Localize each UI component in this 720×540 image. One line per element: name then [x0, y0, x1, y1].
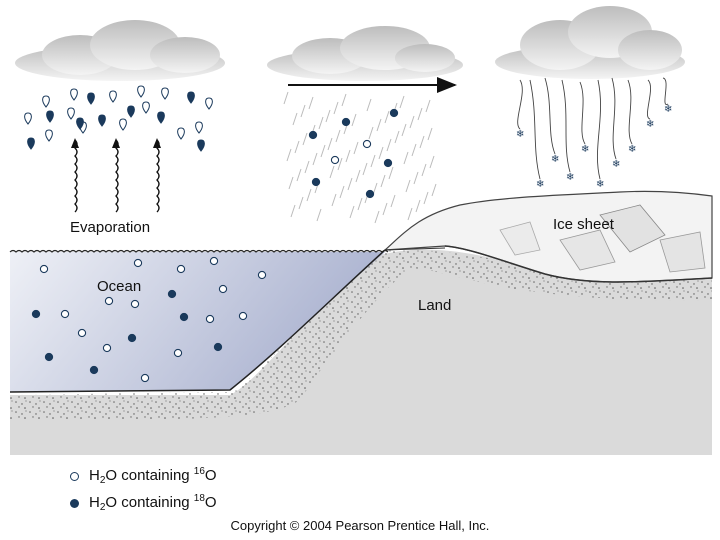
snowflake-icon: ❄	[536, 179, 544, 190]
land-label: Land	[418, 297, 452, 314]
arrowhead-icon	[153, 138, 161, 148]
snowfall: ❄ ❄ ❄ ❄ ❄ ❄ ❄ ❄ ❄ ❄	[516, 77, 672, 190]
legend-label: H2O containing 16O	[89, 466, 217, 486]
ocean-surface	[9, 249, 389, 253]
light-molecule	[140, 373, 150, 383]
cloud-left	[15, 20, 225, 81]
legend-label: H2O containing 18O	[89, 493, 217, 513]
dark-molecule	[383, 158, 393, 168]
evaporation-squiggle	[74, 139, 78, 213]
evaporation-label: Evaporation	[70, 219, 151, 236]
dark-droplet	[98, 114, 106, 127]
evaporation-squiggle	[115, 139, 119, 213]
dark-droplet	[187, 91, 195, 104]
light-droplet	[205, 97, 213, 110]
light-droplet	[161, 87, 169, 100]
snowflake-icon: ❄	[551, 154, 559, 165]
sediment-layer	[10, 249, 712, 420]
cloud-right	[495, 6, 685, 79]
dark-molecule	[389, 108, 399, 118]
dark-molecule	[341, 117, 351, 127]
dark-molecule	[44, 352, 54, 362]
snowflake-icon: ❄	[581, 144, 589, 155]
dark-molecule	[179, 312, 189, 322]
light-molecule	[257, 270, 267, 280]
evaporation-squiggle	[156, 139, 160, 213]
light-molecule-icon	[70, 471, 79, 481]
light-molecule	[133, 258, 143, 268]
seafloor-line	[9, 249, 386, 393]
dark-droplet	[87, 92, 95, 105]
dark-molecule-icon	[70, 498, 79, 508]
snowflake-icon: ❄	[516, 129, 524, 140]
dark-droplet	[46, 110, 54, 123]
rain-streaks	[283, 91, 437, 224]
light-droplet	[177, 127, 185, 140]
dark-droplet	[157, 111, 165, 124]
light-droplet	[137, 85, 145, 98]
dark-molecule	[308, 130, 318, 140]
dark-droplet	[76, 117, 84, 130]
snowflake-icon: ❄	[664, 104, 672, 115]
light-molecule	[209, 256, 219, 266]
light-molecule	[77, 328, 87, 338]
light-droplet	[109, 90, 117, 103]
light-molecule	[173, 348, 183, 358]
light-molecule	[330, 155, 340, 165]
light-molecule	[362, 139, 372, 149]
light-droplet	[70, 88, 78, 101]
snowflake-icon: ❄	[628, 144, 636, 155]
dark-molecule	[89, 365, 99, 375]
light-droplet	[24, 112, 32, 125]
ice-sheet	[383, 190, 713, 283]
dark-droplet	[127, 105, 135, 118]
dark-molecule	[311, 177, 321, 187]
light-molecule	[102, 343, 112, 353]
light-molecule	[104, 296, 114, 306]
light-droplet	[45, 129, 53, 142]
dark-droplet	[197, 139, 205, 152]
light-molecule	[130, 299, 140, 309]
dark-molecule	[365, 189, 375, 199]
light-molecule	[205, 314, 215, 324]
light-droplet	[195, 121, 203, 134]
evaporated-droplets	[24, 85, 213, 152]
evaporation-arrows	[71, 138, 161, 213]
light-molecule	[218, 284, 228, 294]
light-molecule	[238, 311, 248, 321]
light-droplet	[119, 118, 127, 131]
arrowhead-icon	[71, 138, 79, 148]
legend-item-18o: H2O containing 18O	[70, 492, 217, 514]
ice-sheet-label: Ice sheet	[553, 216, 614, 233]
water-molecules	[31, 108, 399, 383]
light-droplet	[67, 107, 75, 120]
arrowhead-icon	[112, 138, 120, 148]
snowflake-icon: ❄	[612, 159, 620, 170]
legend-item-16o: H2O containing 16O	[70, 465, 217, 487]
copyright-notice: Copyright © 2004 Pearson Prentice Hall, …	[230, 518, 490, 533]
land-surface-line	[384, 247, 446, 251]
light-molecule	[176, 264, 186, 274]
light-droplet	[142, 101, 150, 114]
dark-molecule	[213, 342, 223, 352]
snowflake-icon: ❄	[646, 119, 654, 130]
dark-molecule	[31, 309, 41, 319]
snowflake-icon: ❄	[566, 172, 574, 183]
ocean	[10, 252, 385, 392]
dark-droplet	[27, 137, 35, 150]
light-droplet	[42, 95, 50, 108]
dark-molecule	[127, 333, 137, 343]
light-molecule	[39, 264, 49, 274]
ocean-label: Ocean	[97, 278, 142, 295]
cloud-middle	[267, 26, 463, 81]
snowflake-icon: ❄	[596, 179, 604, 190]
dark-molecule	[167, 289, 177, 299]
light-molecule	[60, 309, 70, 319]
